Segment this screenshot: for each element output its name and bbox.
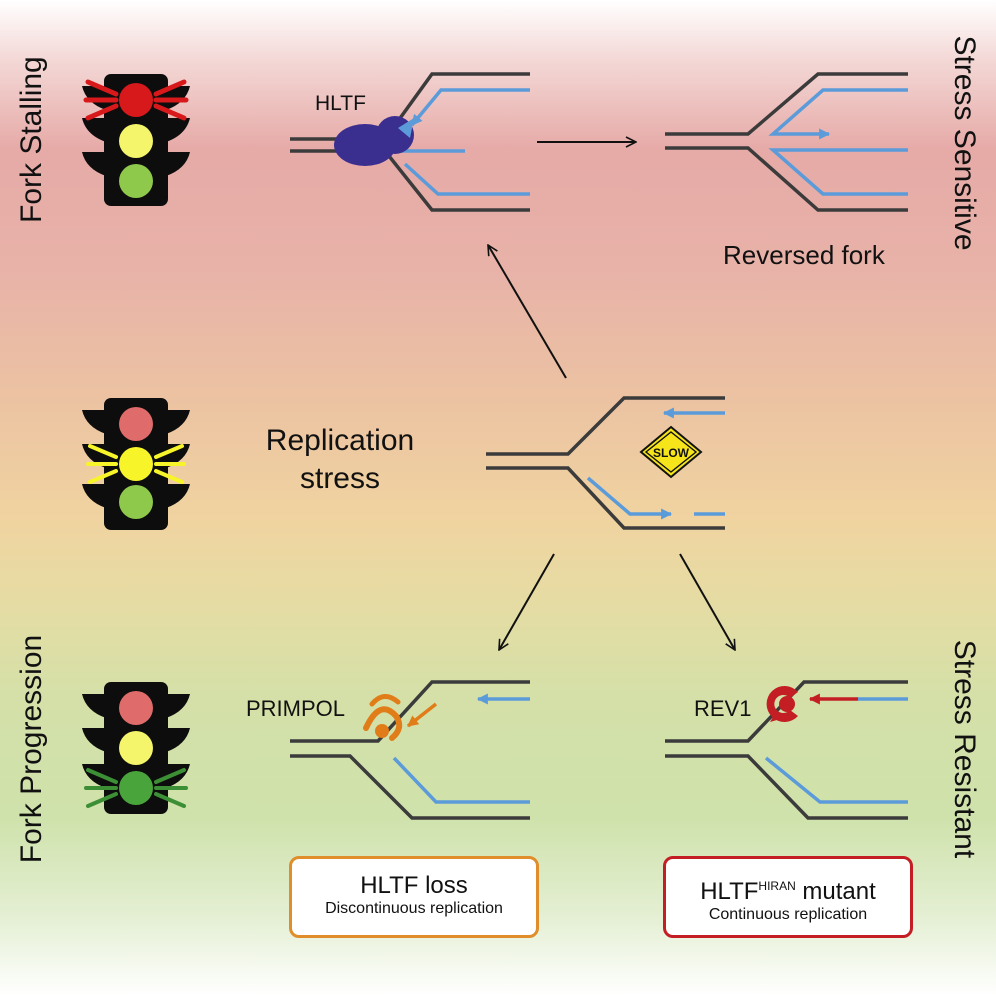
replication-text: Replication [265,424,415,457]
label-stress-resistant: Stress Resistant [948,639,981,859]
primpol-label: PRIMPOL [246,696,346,721]
primpol-fork [290,680,530,820]
rev1-fork [665,680,908,820]
reversed-fork-label: Reversed fork [723,240,885,270]
arrow-to-stalling [488,245,567,379]
rev1-label: REV1 [694,696,752,721]
hltf-hiran-title-rest: mutant [795,878,876,905]
hltf-loss-title: HLTF loss [360,872,468,899]
rev1-protein-icon [766,686,798,723]
hltf-label: HLTF [315,92,366,115]
reversed-fork [665,72,908,212]
slow-sign-icon: SLOW [639,425,703,479]
traffic-light-icon [82,682,190,814]
stress-text: stress [299,462,380,495]
label-stress-sensitive: Stress Sensitive [948,35,981,251]
slow-sign-label: SLOW [653,446,690,460]
hltf-loss-box: HLTF loss Discontinuous replication [289,856,539,938]
hltf-protein-icon [334,116,414,166]
hltf-hiran-subtitle: Continuous replication [708,906,868,923]
arrow-to-rev1 [679,553,735,650]
hltf-hiran-title: HLTFHIRAN mutant [666,873,910,905]
arrow-to-primpol [499,553,555,650]
primpol-protein-icon [363,694,438,741]
hltf-hiran-title-main: HLTF [700,878,759,905]
label-fork-progression: Fork Progression [15,634,48,864]
replication-stress-label: Replication stress [250,422,430,498]
traffic-light-icon [82,74,190,206]
stressed-fork [486,396,725,530]
label-fork-stalling: Fork Stalling [15,56,48,223]
hltf-loss-subtitle: Discontinuous replication [325,900,503,917]
traffic-light-icon [82,398,190,530]
hltf-hiran-box: HLTFHIRAN mutant Continuous replication [663,856,913,938]
hltf-hiran-superscript: HIRAN [758,879,796,893]
